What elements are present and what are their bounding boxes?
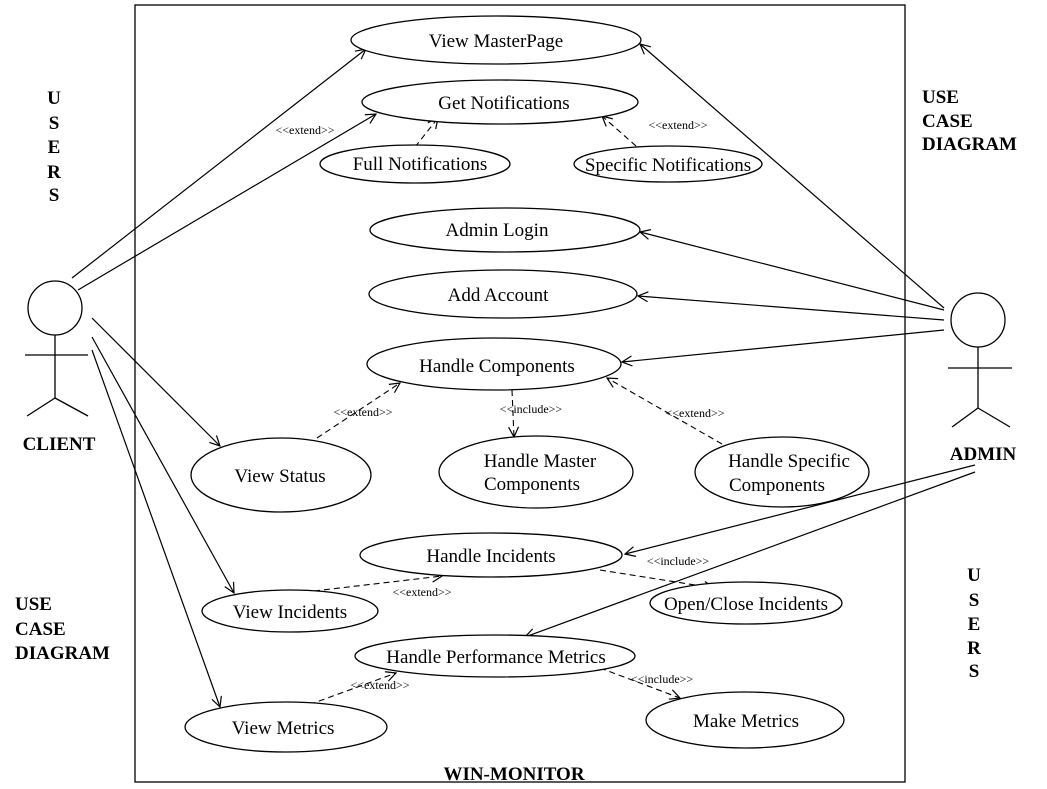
- use-case-view-status: View Status: [190, 437, 372, 513]
- use-case-view-incidents: View Incidents: [201, 589, 379, 633]
- dep-view-status-to-handle-components: [316, 383, 400, 439]
- svg-text:R: R: [47, 162, 61, 183]
- svg-text:Handle Components: Handle Components: [419, 356, 575, 377]
- use-case-handle-performance-metrics: Handle Performance Metrics: [354, 634, 636, 678]
- stick-figure-icon: [25, 280, 89, 417]
- assoc-admin-admin-login: [640, 232, 945, 311]
- svg-text:Admin Login: Admin Login: [446, 220, 549, 241]
- stereo-extend-specific-notifications: <<extend>>: [648, 118, 707, 132]
- stereo-include-make-metrics: <<include>>: [631, 672, 694, 686]
- svg-text:View Status: View Status: [234, 466, 325, 487]
- assoc-admin-performance-metrics: [525, 471, 976, 637]
- assoc-admin-handle-components: [622, 329, 945, 362]
- use-case-specific-notifications: Specific Notifications: [573, 145, 763, 183]
- assoc-client-view-masterpage: [71, 49, 366, 279]
- assoc-client-get-notifications: [77, 114, 376, 291]
- svg-text:Specific Notifications: Specific Notifications: [585, 155, 751, 176]
- svg-text:CASE: CASE: [15, 619, 66, 640]
- assoc-admin-handle-incidents: [625, 464, 976, 554]
- svg-text:E: E: [968, 614, 981, 635]
- use-case-view-masterpage: View MasterPage: [350, 15, 642, 65]
- svg-text:CASE: CASE: [922, 111, 973, 132]
- stereo-include-open-close: <<include>>: [647, 554, 710, 568]
- system-title: WIN-MONITOR: [443, 764, 584, 785]
- stereo-include-master: <<include>>: [500, 402, 563, 416]
- actor-client: CLIENT: [23, 280, 96, 455]
- svg-text:View MasterPage: View MasterPage: [429, 31, 563, 52]
- dep-view-metrics-to-performance: [299, 673, 396, 709]
- stereo-extend-view-incidents: <<extend>>: [392, 585, 451, 599]
- assoc-client-view-incidents: [91, 336, 234, 593]
- assoc-admin-view-masterpage: [640, 44, 945, 309]
- svg-text:USE: USE: [922, 87, 959, 108]
- assoc-admin-add-account: [638, 296, 945, 321]
- use-case-open-close-incidents: Open/Close Incidents: [649, 581, 843, 625]
- dep-handle-components-to-master: [512, 389, 514, 437]
- svg-text:View Incidents: View Incidents: [233, 602, 347, 623]
- svg-text:View Metrics: View Metrics: [232, 718, 335, 739]
- use-case-view-metrics: View Metrics: [184, 701, 388, 753]
- svg-text:S: S: [969, 661, 980, 682]
- svg-text:USE: USE: [15, 594, 52, 615]
- svg-text:Handle Performance Metrics: Handle Performance Metrics: [386, 647, 605, 668]
- svg-text:S: S: [969, 590, 980, 611]
- stereo-extend-view-status: <<extend>>: [333, 405, 392, 419]
- svg-text:Handle Master: Handle Master: [484, 451, 597, 472]
- stereo-extend-view-metrics: <<extend>>: [350, 678, 409, 692]
- left-diagram-label: USE CASE DIAGRAM: [15, 594, 110, 664]
- svg-text:Components: Components: [484, 474, 580, 495]
- use-case-admin-login: Admin Login: [369, 207, 641, 253]
- use-case-make-metrics: Make Metrics: [645, 691, 845, 749]
- svg-text:DIAGRAM: DIAGRAM: [15, 643, 110, 664]
- svg-text:Handle Specific: Handle Specific: [728, 451, 850, 472]
- assoc-client-view-status: [91, 317, 220, 446]
- use-case-full-notifications: Full Notifications: [319, 144, 511, 184]
- svg-text:Make Metrics: Make Metrics: [693, 711, 799, 732]
- dep-view-incidents-to-handle-incidents: [313, 576, 442, 592]
- svg-text:S: S: [49, 185, 60, 206]
- svg-text:Open/Close Incidents: Open/Close Incidents: [664, 594, 828, 615]
- dep-full-to-get-notifications: [414, 118, 438, 148]
- dep-specific-components-to-handle: [607, 378, 723, 445]
- use-case-handle-master-components: Handle Master Components: [438, 435, 634, 509]
- actor-admin-label: ADMIN: [950, 444, 1017, 465]
- actor-client-label: CLIENT: [23, 434, 96, 455]
- use-case-get-notifications: Get Notifications: [361, 79, 639, 125]
- use-case-handle-specific-components: Handle Specific Components: [694, 436, 870, 508]
- stick-figure-icon: [948, 292, 1012, 428]
- stereo-extend-specific-components: <<extend>>: [665, 406, 724, 420]
- dep-specific-to-get-notifications: [602, 116, 637, 147]
- actor-admin: ADMIN: [948, 292, 1017, 465]
- svg-text:R: R: [967, 638, 981, 659]
- svg-text:U: U: [47, 88, 61, 109]
- dep-performance-to-make-metrics: [599, 667, 680, 698]
- svg-text:Get Notifications: Get Notifications: [438, 93, 569, 114]
- right-diagram-label: USE CASE DIAGRAM: [922, 87, 1017, 155]
- right-users-label: U S E R S: [967, 565, 981, 682]
- svg-text:Full Notifications: Full Notifications: [353, 154, 488, 175]
- svg-text:Add Account: Add Account: [448, 285, 550, 306]
- svg-text:U: U: [967, 565, 981, 586]
- system-boundary: [134, 4, 906, 783]
- svg-text:DIAGRAM: DIAGRAM: [922, 134, 1017, 155]
- left-users-label: U S E R S: [47, 88, 61, 206]
- stereo-extend-client: <<extend>>: [275, 123, 334, 137]
- assoc-client-view-metrics: [91, 349, 220, 707]
- use-case-add-account: Add Account: [368, 269, 638, 319]
- use-case-handle-incidents: Handle Incidents: [359, 532, 623, 578]
- svg-text:E: E: [48, 137, 61, 158]
- svg-text:Handle Incidents: Handle Incidents: [426, 546, 555, 567]
- use-case-handle-components: Handle Components: [366, 337, 622, 391]
- svg-text:Components: Components: [729, 475, 825, 496]
- svg-text:S: S: [49, 113, 60, 134]
